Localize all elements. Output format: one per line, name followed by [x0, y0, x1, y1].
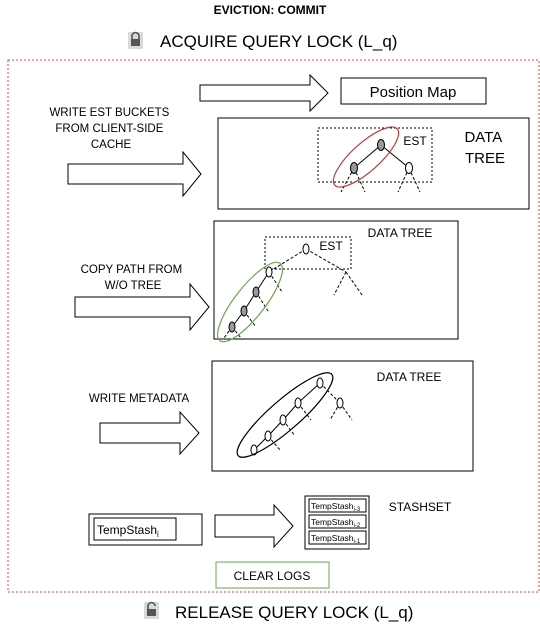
- step-stash: TempStashi TempStashi-3 TempStashi-2 Tem…: [88, 495, 452, 550]
- arrow-to-data-tree-1: [67, 150, 202, 198]
- arrow-to-stashset: [214, 503, 294, 549]
- stash-entry: [308, 498, 367, 513]
- metadata-path-highlight: [236, 372, 334, 458]
- commit-boundary: [7, 59, 540, 593]
- tree-node: [302, 243, 310, 255]
- data-tree-label-2: DATA TREE: [368, 226, 433, 240]
- locked-lock-icon: [128, 31, 143, 49]
- tree-node: [264, 430, 272, 442]
- data-tree-label-1: DATA TREE: [464, 129, 505, 167]
- clear-logs-label: CLEAR LOGS: [234, 569, 311, 583]
- stashset-label: STASHSET: [389, 500, 452, 514]
- tempstash-inner-box: [93, 517, 177, 541]
- arrow-to-data-tree-3: [99, 410, 200, 456]
- position-map-label: Position Map: [370, 84, 457, 101]
- tree-node: [240, 305, 248, 317]
- release-lock-text: RELEASE QUERY LOCK (L_q): [175, 603, 413, 622]
- clear-logs-box: [215, 561, 330, 589]
- tree-node: [377, 139, 385, 151]
- stash-entry: [308, 530, 367, 545]
- tree-node: [350, 162, 358, 174]
- unlocked-lock-icon: [144, 601, 159, 619]
- data-tree-box-1: [217, 117, 530, 210]
- tree-node: [250, 444, 258, 456]
- tree-node: [405, 162, 413, 174]
- arrow-to-data-tree-2: [74, 282, 210, 332]
- tempstash-label: TempStashi: [97, 523, 159, 539]
- step1-label: WRITE EST BUCKETS FROM CLIENT-SIDE CACHE: [49, 107, 172, 151]
- tree-node: [252, 286, 260, 298]
- step-write-metadata: WRITE METADATA DATA TREE: [89, 360, 474, 472]
- tree-node: [316, 377, 324, 389]
- copy-path-highlight: [216, 261, 284, 343]
- stash-entry-label: TempStashi-1: [311, 533, 361, 545]
- diagram-title: EVICTION: COMMIT: [214, 3, 327, 17]
- est-label-2: EST: [319, 239, 343, 253]
- step3-label: WRITE METADATA: [89, 393, 190, 405]
- step-write-est-buckets: WRITE EST BUCKETS FROM CLIENT-SIDE CACHE…: [49, 73, 530, 210]
- tree-node: [294, 397, 302, 409]
- est-region-2: [264, 236, 352, 270]
- tree-node: [228, 321, 236, 333]
- stash-entry-label: TempStashi-3: [311, 501, 361, 513]
- stash-entry: [308, 514, 367, 529]
- est-region-1: [317, 127, 433, 183]
- acquire-lock-text: ACQUIRE QUERY LOCK (L_q): [160, 32, 397, 51]
- position-map-box: [340, 77, 487, 105]
- tree-node: [265, 266, 273, 278]
- est-label-1: EST: [403, 134, 427, 148]
- tree-node: [336, 397, 344, 409]
- step2-label: COPY PATH FROM W/O TREE: [81, 264, 186, 292]
- step-copy-path: COPY PATH FROM W/O TREE DATA TREE EST: [74, 220, 459, 343]
- data-tree-label-3: DATA TREE: [377, 370, 442, 384]
- tree-node: [279, 414, 287, 426]
- stash-entry-label: TempStashi-2: [311, 517, 361, 529]
- arrow-to-position-map: [199, 73, 329, 113]
- est-path-highlight: [332, 126, 400, 188]
